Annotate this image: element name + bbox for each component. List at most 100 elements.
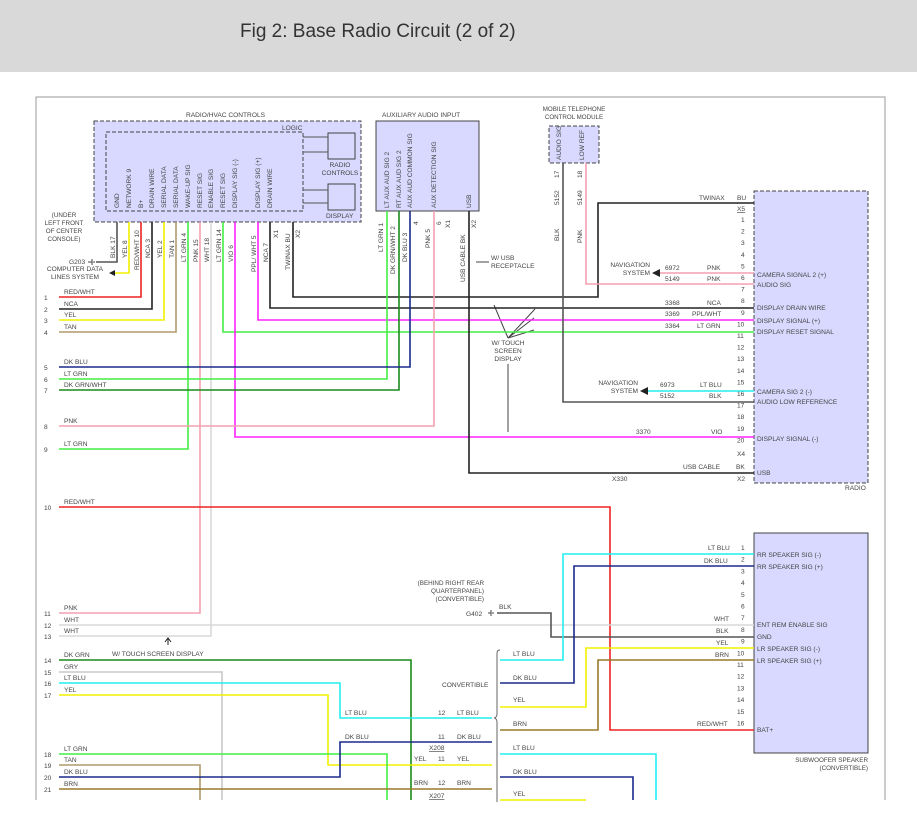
row-wire-color: DK BLU (64, 359, 88, 366)
pin-label: RESET SIG (220, 173, 227, 208)
pin-number: 1 (741, 217, 745, 224)
row-wire-color: TAN (64, 757, 77, 764)
wire-row-15 (59, 671, 223, 800)
pin-label: ENABLE SIG (208, 169, 215, 208)
wire-display-drain (269, 222, 754, 309)
row-wire-color: YEL (64, 687, 77, 694)
pin-label: WAKE-UP SIG (185, 164, 192, 208)
pin-number: 13 (737, 356, 745, 363)
wire-label: WHT 18 (204, 238, 211, 262)
wire-row-4 (59, 222, 177, 333)
radio-label: RADIO (845, 485, 866, 492)
wire-row-7 (59, 211, 400, 391)
wire-row-17 (59, 694, 492, 766)
signal-name: AUDIO SIG (757, 282, 791, 289)
pin-number: 13 (737, 685, 745, 692)
wire-label: VIO 6 (228, 245, 235, 262)
wire-color: LT GRN (697, 323, 721, 330)
wire-row-2 (59, 222, 153, 310)
pin-label: B+ (138, 200, 145, 208)
x5-label: X5 (737, 206, 745, 213)
aux-audio-input-box (375, 120, 480, 212)
signal-name: DISPLAY SIGNAL (+) (757, 318, 820, 325)
pin-number: 3 (741, 240, 745, 247)
wire-color: BRN (457, 780, 471, 787)
wire-label: TWINAX BU (285, 233, 292, 270)
touch-note-arrows (493, 304, 536, 432)
wire-label: X1 (445, 220, 452, 228)
row-number: 7 (44, 388, 48, 395)
wire-row-3 (59, 222, 165, 321)
row-wire-color: DK GRN/WHT (64, 382, 107, 389)
wire-color: DK BLU (704, 558, 728, 565)
pin-number: 1 (741, 545, 745, 552)
pin-number: 8 (741, 627, 745, 634)
wire-label: 18 (577, 170, 584, 178)
wire-row-16 (59, 682, 492, 719)
g402-wire: BLK (499, 604, 512, 611)
wire-sub-10 (500, 659, 754, 731)
wire-row-6 (59, 211, 388, 380)
pin-label: LOW REF (579, 130, 586, 160)
row-wire-color: TAN (64, 324, 77, 331)
hvac-title: RADIO/HVAC CONTROLS (186, 112, 266, 119)
row-number: 1 (44, 295, 48, 302)
pin-number: 6 (741, 275, 745, 282)
nav-label: NAVIGATION SYSTEM (598, 380, 638, 395)
wire-label: 5152 (554, 190, 561, 205)
row-number: 21 (44, 787, 52, 794)
circuit-number: 5152 (660, 393, 675, 400)
wire-display-sig-pos (257, 222, 754, 321)
pin-number: 4 (741, 580, 745, 587)
pin-label: GND (114, 193, 121, 208)
computer-data-label: COMPUTER DATA LINES SYSTEM (46, 266, 104, 281)
row-wire-color: LT GRN (64, 746, 88, 753)
circuit-number: 5149 (665, 276, 680, 283)
figure-header: Fig 2: Base Radio Circuit (2 of 2) (0, 0, 917, 72)
bk-label: BK (736, 464, 745, 471)
pin-label: DISPLAY SIG (+) (255, 157, 262, 208)
ground-icon (88, 259, 95, 265)
wire-g402 (497, 612, 754, 638)
wire-label: DK GRN/WHT 2 (390, 226, 397, 274)
wire-color: YEL (716, 640, 729, 647)
row-wire-color: GRY (64, 664, 79, 671)
pin-number: 2 (741, 557, 745, 564)
g203-location: (UNDER LEFT FRONT OF CENTER CONSOLE) (44, 212, 84, 243)
wire-twinax (292, 202, 754, 298)
signal-name: AUDIO LOW REFERENCE (757, 399, 838, 406)
display-box (327, 183, 356, 211)
pin-number: 2 (741, 229, 745, 236)
wire-color: LT BLU (513, 745, 535, 752)
radio-controls-box (327, 132, 356, 160)
circuit-number: 3370 (636, 429, 651, 436)
wire-label: TAN 1 (169, 239, 176, 258)
pin-number: 11 (737, 662, 744, 669)
twinax-label: TWINAX (699, 195, 725, 202)
wire-label: DK BLU 3 (402, 232, 409, 262)
wire-color: LT BLU (700, 382, 722, 389)
usb-cable-label: USB CABLE (683, 464, 721, 471)
signal-name: USB (757, 470, 771, 477)
x208-label: X208 (429, 745, 445, 752)
pin-number: 18 (737, 414, 745, 421)
wire-color: DK BLU (457, 734, 481, 741)
g402-location: (BEHIND RIGHT REAR QUARTERPANEL) (CONVER… (417, 580, 484, 603)
pin-number: 10 (737, 650, 745, 657)
wire-label: 17 (554, 170, 561, 178)
wire-color: YEL (457, 756, 470, 763)
signal-name: LR SPEAKER SIG (-) (757, 646, 820, 653)
row-wire-color: LT BLU (64, 675, 86, 682)
aux-title: AUXILIARY AUDIO INPUT (382, 112, 460, 119)
wire-sub-9 (500, 647, 754, 708)
pin-label: AUDIO SIG (556, 126, 563, 160)
row-wire-color: PNK (64, 605, 78, 612)
wire-row-1 (59, 222, 142, 298)
wire-label: X2 (295, 230, 302, 238)
row-number: 18 (44, 752, 52, 759)
wire-display-sig-neg (234, 222, 754, 438)
wire-color: DK BLU (513, 769, 537, 776)
